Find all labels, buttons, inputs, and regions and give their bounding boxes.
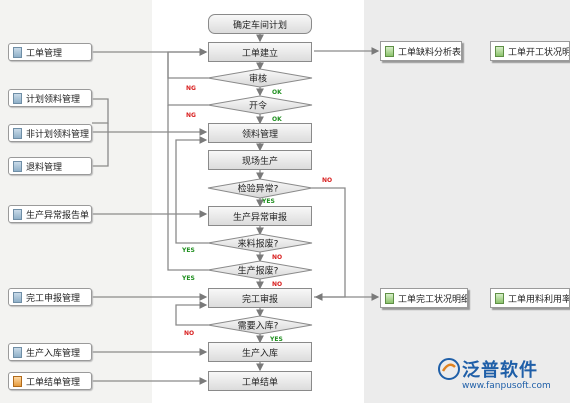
- tag-inspect-no: NO: [322, 177, 333, 184]
- brand-name: 泛普软件: [462, 360, 538, 381]
- right-column: [364, 0, 570, 403]
- decision-prod-scrap: [207, 260, 313, 280]
- left-item-order-close[interactable]: 工单结单管理: [8, 372, 92, 390]
- folder-icon: [13, 375, 22, 387]
- left-item-label: 工单结单管理: [26, 377, 81, 388]
- right-report-completion-status[interactable]: 工单完工状况明细: [380, 288, 468, 308]
- flow-create-label: 工单建立: [241, 48, 278, 59]
- right-report-label: 工单用料利用率分: [508, 294, 569, 305]
- flow-close-order: 工单结单: [208, 371, 312, 391]
- left-item-planned-picking[interactable]: 计划领料管理: [8, 89, 92, 107]
- document-icon: [13, 291, 22, 303]
- right-report-shortage[interactable]: 工单缺料分析表: [380, 41, 462, 61]
- flow-complete-report: 完工审报: [208, 288, 312, 308]
- left-item-unplanned-picking[interactable]: 非计划领料管理: [8, 124, 92, 142]
- tag-prod-scrap-no: NO: [272, 281, 283, 288]
- document-icon: [13, 208, 22, 220]
- tag-stock-yes: YES: [270, 336, 283, 343]
- flow-produce-label: 现场生产: [241, 156, 278, 167]
- report-icon: [495, 45, 504, 57]
- decision-prod-scrap-label: 生产报废?: [237, 266, 279, 277]
- left-item-stock-in[interactable]: 生产入库管理: [8, 343, 92, 361]
- report-icon: [495, 292, 504, 304]
- tag-prod-scrap-yes: YES: [182, 275, 195, 282]
- left-item-work-order[interactable]: 工单管理: [8, 43, 92, 61]
- tag-stock-no: NO: [184, 330, 195, 337]
- left-item-completion-report[interactable]: 完工申报管理: [8, 288, 92, 306]
- flow-produce: 现场生产: [208, 150, 312, 170]
- decision-stock: [207, 315, 313, 335]
- flow-picking-label: 领料管理: [241, 129, 278, 140]
- left-item-label: 生产异常报告单: [26, 210, 90, 221]
- tag-material-scrap-no: NO: [272, 254, 283, 261]
- brand-logo-icon: [438, 358, 460, 380]
- document-icon: [13, 46, 22, 58]
- flow-create-order: 工单建立: [208, 42, 312, 62]
- tag-release-ng: NG: [186, 112, 196, 119]
- brand-url: www.fanpusoft.com: [462, 381, 551, 391]
- document-icon: [13, 160, 22, 172]
- decision-audit: [207, 68, 313, 88]
- left-item-label: 退料管理: [26, 162, 63, 173]
- left-column: [0, 0, 152, 403]
- left-item-label: 完工申报管理: [26, 293, 81, 304]
- flow-start: 确定车间计划: [208, 14, 312, 34]
- tag-inspect-yes: YES: [262, 198, 275, 205]
- right-report-label: 工单完工状况明细: [398, 294, 468, 305]
- flow-close-label: 工单结单: [241, 377, 278, 388]
- right-report-start-status[interactable]: 工单开工状况明细: [490, 41, 570, 61]
- flow-start-label: 确定车间计划: [232, 20, 287, 31]
- tag-audit-ng: NG: [186, 85, 196, 92]
- left-item-label: 生产入库管理: [26, 348, 81, 359]
- tag-release-ok: OK: [272, 116, 282, 123]
- right-report-label: 工单缺料分析表: [398, 47, 462, 58]
- left-item-label: 计划领料管理: [26, 94, 81, 105]
- flow-picking: 领料管理: [208, 123, 312, 143]
- decision-release-label: 开令: [248, 101, 268, 112]
- report-icon: [385, 45, 394, 57]
- decision-release: [207, 95, 313, 115]
- report-icon: [385, 292, 394, 304]
- decision-material-scrap-label: 来料报废?: [237, 239, 279, 250]
- document-icon: [13, 92, 22, 104]
- document-icon: [13, 346, 22, 358]
- decision-audit-label: 审核: [248, 74, 268, 85]
- left-item-exception-report[interactable]: 生产异常报告单: [8, 205, 92, 223]
- decision-inspect-label: 检验异常?: [237, 184, 279, 195]
- left-item-label: 工单管理: [26, 48, 63, 59]
- decision-material-scrap: [207, 233, 313, 253]
- left-item-label: 非计划领料管理: [26, 129, 90, 140]
- tag-audit-ok: OK: [272, 89, 282, 96]
- flow-exception-label: 生产异常审报: [232, 212, 287, 223]
- decision-inspect: [207, 178, 313, 199]
- document-icon: [13, 127, 22, 139]
- left-item-material-return[interactable]: 退料管理: [8, 157, 92, 175]
- decision-stock-label: 需要入库?: [237, 321, 279, 332]
- flow-stock-in-label: 生产入库: [241, 348, 278, 359]
- flow-complete-label: 完工审报: [241, 294, 278, 305]
- tag-material-scrap-yes: YES: [182, 247, 195, 254]
- right-report-label: 工单开工状况明细: [508, 47, 569, 58]
- flow-stock-in: 生产入库: [208, 342, 312, 362]
- flow-exception-report: 生产异常审报: [208, 206, 312, 226]
